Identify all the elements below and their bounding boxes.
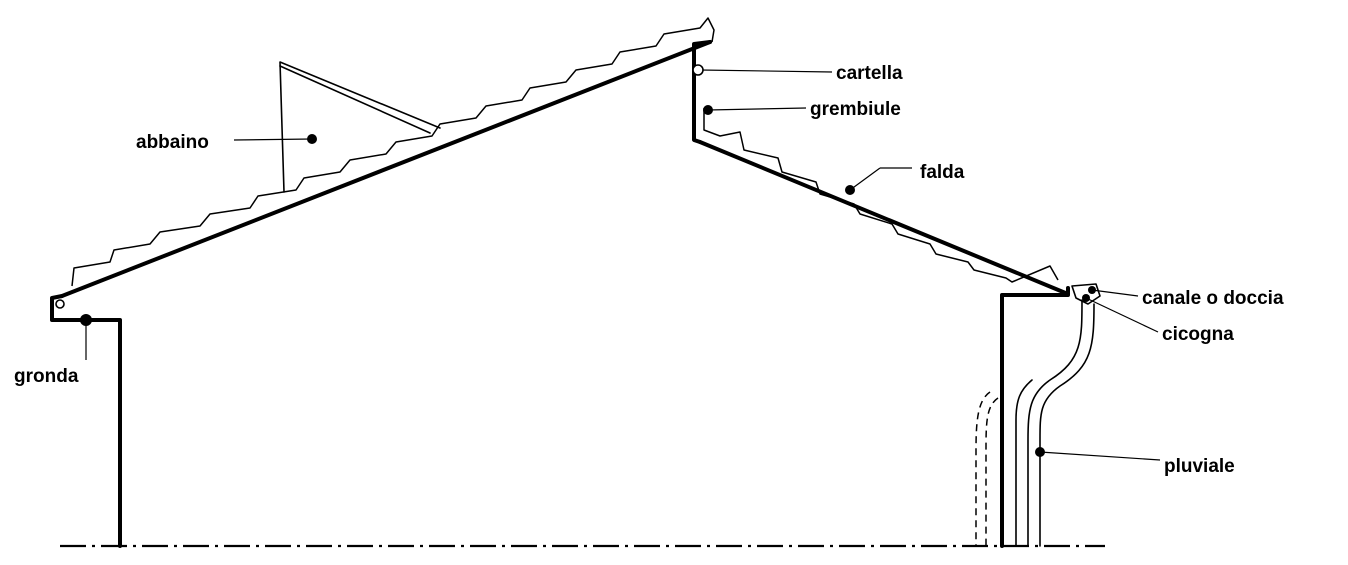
- downpipe-inner: [1039, 303, 1095, 547]
- right-roof-pitch: [698, 140, 1070, 296]
- dot-canale: [1088, 286, 1096, 294]
- leader-pluviale: [1039, 451, 1161, 461]
- dot-gronda-small: [55, 299, 65, 309]
- left-roof-tiles: [71, 17, 715, 287]
- label-gronda: gronda: [14, 366, 79, 387]
- label-cicogna: cicogna: [1162, 324, 1234, 345]
- label-falda: falda: [920, 162, 965, 183]
- downpipe-dashed-2: [985, 397, 999, 546]
- dot-gronda: [80, 314, 92, 326]
- dot-falda: [845, 185, 855, 195]
- dot-cartella: [692, 64, 704, 76]
- left-roof-pitch: [60, 40, 712, 298]
- gutter: [1071, 283, 1101, 305]
- left-wall: [50, 294, 122, 548]
- dot-cicogna: [1082, 294, 1090, 302]
- label-abbaino: abbaino: [136, 132, 209, 153]
- leader-canale: [1091, 289, 1139, 297]
- dot-grembiule: [703, 105, 713, 115]
- leader-grembiule: [707, 107, 807, 111]
- dormer-top-line: [279, 65, 431, 134]
- dot-pluviale: [1035, 447, 1045, 457]
- downpipe-back: [1015, 379, 1033, 547]
- leader-cartella: [699, 69, 833, 73]
- downpipe-dashed: [975, 391, 991, 546]
- dot-abbaino: [307, 134, 317, 144]
- label-pluviale: pluviale: [1164, 456, 1235, 477]
- upper-step-wall: [692, 40, 712, 144]
- dormer-outline: [279, 61, 441, 193]
- leader-abbaino: [233, 138, 313, 141]
- leader-falda: [849, 167, 881, 191]
- right-wall: [1000, 286, 1070, 548]
- label-grembiule: grembiule: [810, 99, 901, 120]
- downpipe-outer: [1027, 299, 1083, 547]
- label-cartella: cartella: [836, 63, 903, 84]
- leader-cicogna: [1085, 297, 1159, 333]
- right-roof-tiles: [703, 108, 1059, 283]
- label-canale: canale o doccia: [1142, 288, 1284, 309]
